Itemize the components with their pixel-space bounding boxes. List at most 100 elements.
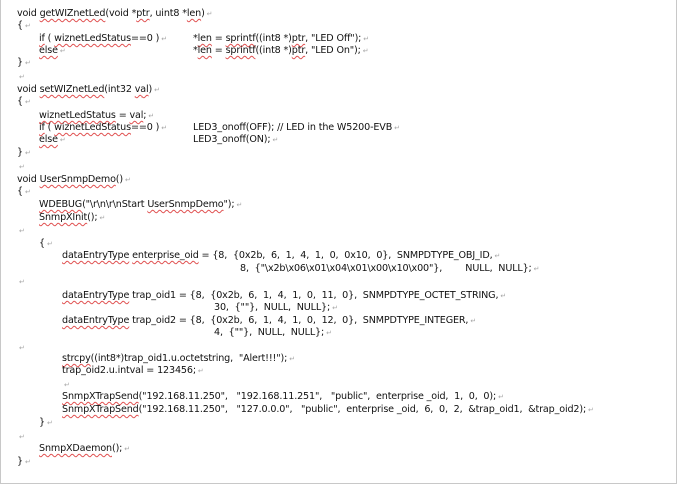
paragraph-mark-icon: ↵ [363, 35, 369, 43]
code-token: } [17, 57, 23, 68]
code-line: strcpy((int8*)trap_oid1.u.octetstring, "… [62, 353, 295, 365]
code-line: void UserSnmpDemo()↵ [17, 174, 131, 186]
code-line: 30, {""}, NULL, NULL};↵ [214, 302, 338, 314]
code-token: 4, {""}, NULL, NULL}; [214, 327, 325, 338]
code-line: if ( wiznetLedStatus==0 )↵ [39, 33, 167, 45]
code-line: LED3_onoff(OFF); // LED in the W5200-EVB… [193, 122, 400, 134]
misspelled-token: WDEBUG [39, 199, 83, 210]
code-token: ( [44, 122, 55, 133]
code-token: ==0 ) [130, 33, 160, 44]
paragraph-mark-icon: ↵ [124, 176, 131, 184]
code-line: else↵ [39, 134, 66, 146]
paragraph-mark-icon: ↵ [272, 136, 279, 144]
code-token: trap_oid1 = {8, {0x2b, 6, 1, 4, 1, 0, 11… [129, 290, 499, 301]
misspelled-token: len [197, 45, 212, 56]
paragraph-mark-icon: ↵ [46, 419, 53, 427]
misspelled-token: setWIZnetLed [39, 84, 105, 95]
paragraph-mark-icon: ↵ [19, 433, 25, 441]
code-line: *len = sprintf((int8 *)ptr, "LED Off");↵ [193, 33, 369, 45]
misspelled-token: sprintf [225, 33, 256, 44]
misspelled-token: SnmpXTrapSend [62, 404, 139, 415]
code-token: trap_oid2 = {8, {0x2b, 6, 1, 4, 1, 0, 12… [129, 315, 469, 326]
misspelled-token: SnmpXTrapSend [62, 391, 139, 402]
code-token: () [115, 174, 123, 185]
paragraph-mark-icon: ↵ [24, 149, 31, 157]
code-line: trap_oid2.u.intval = 123456;↵ [62, 365, 204, 377]
code-line: dataEntryType trap_oid1 = {8, {0x2b, 6, … [62, 290, 506, 302]
code-token: { [17, 186, 23, 197]
misspelled-token: val [134, 84, 149, 95]
misspelled-token: dataEntryType [62, 250, 130, 261]
misspelled-token: if [39, 33, 45, 44]
paragraph-mark-icon: ↵ [332, 304, 338, 312]
misspelled-token: len [197, 33, 212, 44]
paragraph-mark-icon: ↵ [24, 458, 31, 466]
paragraph-mark-icon: ↵ [24, 59, 31, 67]
paragraph-mark-icon: ↵ [59, 47, 66, 55]
code-line: void setWIZnetLed(int32 val)↵ [17, 84, 160, 96]
code-token: ("\r\n\r\nStart [82, 199, 148, 210]
code-token: { [39, 238, 45, 249]
code-line: SnmpXInit();↵ [39, 212, 105, 224]
blank-line: ↵ [62, 379, 70, 391]
code-line: }↵ [17, 456, 31, 468]
paragraph-mark-icon: ↵ [161, 35, 167, 43]
blank-line: ↵ [17, 161, 25, 173]
code-token: LED3_onoff(ON); [193, 134, 271, 145]
blank-line: ↵ [17, 342, 25, 354]
code-token: = {8, {0x2b, 6, 1, 4, 1, 0, 0x10, 0}, SN… [198, 250, 493, 261]
code-token: void [17, 84, 40, 95]
code-line: SnmpXDaemon();↵ [39, 443, 130, 455]
code-line: 4, {""}, NULL, NULL};↵ [214, 327, 332, 339]
code-line: LED3_onoff(ON);↵ [193, 134, 278, 146]
blank-line: ↵ [17, 431, 25, 443]
paragraph-mark-icon: ↵ [161, 124, 167, 132]
paragraph-mark-icon: ↵ [99, 214, 106, 222]
paragraph-mark-icon: ↵ [19, 344, 25, 352]
code-token: ( [44, 33, 55, 44]
paragraph-mark-icon: ↵ [236, 201, 243, 209]
code-line: *len = sprintf((int8 *)ptr, "LED On");↵ [193, 45, 369, 57]
code-token: } [39, 417, 45, 428]
blank-line: ↵ [17, 276, 25, 288]
code-token: , "LED Off"); [305, 33, 362, 44]
code-line: if ( wiznetLedStatus==0 )↵ [39, 122, 167, 134]
code-line: {↵ [39, 238, 53, 250]
code-token: = [211, 45, 226, 56]
misspelled-token: ptr [291, 33, 306, 44]
misspelled-token: wiznetLedStatus [54, 122, 131, 133]
code-line: }↵ [17, 147, 31, 159]
misspelled-token: dataEntryType [62, 290, 130, 301]
code-token: , uint8 * [149, 8, 187, 19]
code-token: ) [148, 84, 153, 95]
code-token: ; [143, 110, 147, 121]
code-token: 30, {""}, NULL, NULL}; [214, 302, 331, 313]
paragraph-mark-icon: ↵ [24, 98, 31, 106]
misspelled-token: UserSnmpDemo [147, 199, 224, 210]
paragraph-mark-icon: ↵ [148, 112, 155, 120]
code-line: WDEBUG("\r\n\r\nStart UserSnmpDemo");↵ [39, 199, 242, 211]
code-line: dataEntryType trap_oid2 = {8, {0x2b, 6, … [62, 315, 476, 327]
misspelled-token: strcpy [62, 353, 91, 364]
code-token: LED3_onoff(OFF); // LED in the W5200-EVB [193, 122, 393, 133]
code-token: , "LED On"); [305, 45, 361, 56]
code-token: trap_oid2.u.intval = 123456; [62, 365, 196, 376]
misspelled-token: enterprise_oid [132, 250, 199, 261]
misspelled-token: sprintf [225, 45, 256, 56]
code-line: SnmpXTrapSend("192.168.11.250", "127.0.0… [62, 404, 594, 416]
code-token: ("192.168.11.250", "192.168.11.251", "pu… [138, 391, 497, 402]
code-token: (void * [105, 8, 137, 19]
paragraph-mark-icon: ↵ [24, 22, 31, 30]
paragraph-mark-icon: ↵ [124, 445, 130, 453]
code-line: 8, {"\x2b\x06\x01\x04\x01\x00\x10\x00"},… [240, 263, 539, 275]
paragraph-mark-icon: ↵ [394, 124, 400, 132]
paragraph-mark-icon: ↵ [197, 367, 204, 375]
paragraph-mark-icon: ↵ [498, 393, 504, 401]
code-line: }↵ [39, 417, 53, 429]
code-line: wiznetLedStatus = val;↵ [39, 110, 154, 122]
paragraph-mark-icon: ↵ [289, 355, 295, 363]
code-token: = [211, 33, 226, 44]
code-token: ((int8 *) [255, 45, 292, 56]
blank-line: ↵ [17, 71, 25, 83]
code-token: } [17, 147, 23, 158]
